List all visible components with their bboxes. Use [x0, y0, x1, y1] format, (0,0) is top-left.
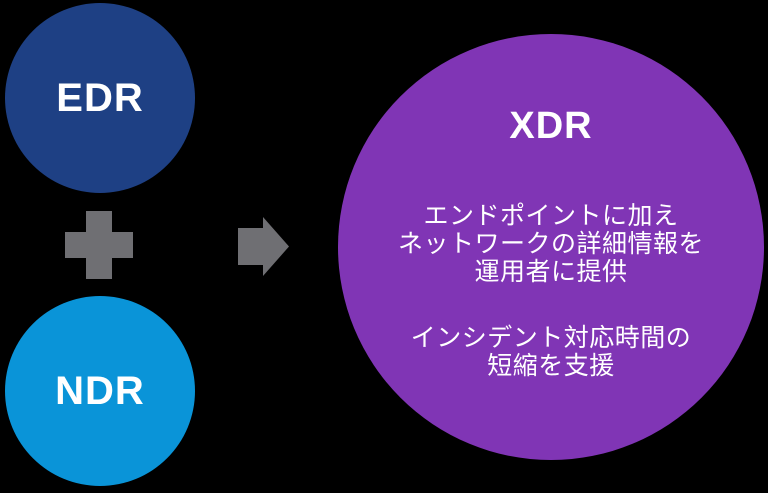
xdr-description-line: ネットワークの詳細情報を: [397, 230, 704, 258]
xdr-description-line: 運用者に提供: [474, 258, 628, 286]
xdr-title: XDR: [509, 105, 593, 147]
ndr-circle: NDR: [5, 296, 195, 486]
xdr-description-benefit: インシデント対応時間の 短縮を支援: [338, 324, 764, 380]
plus-icon: [65, 211, 133, 279]
arrow-right-icon: [238, 217, 289, 276]
xdr-description-line: エンドポイントに加え: [423, 202, 679, 230]
edr-circle: EDR: [5, 3, 195, 193]
ndr-label: NDR: [55, 368, 145, 413]
xdr-description-line: インシデント対応時間の: [410, 324, 692, 352]
xdr-description-line: 短縮を支援: [487, 352, 615, 380]
edr-label: EDR: [56, 75, 144, 120]
xdr-circle: XDR エンドポイントに加え ネットワークの詳細情報を 運用者に提供 インシデン…: [338, 34, 764, 460]
xdr-description-capabilities: エンドポイントに加え ネットワークの詳細情報を 運用者に提供: [338, 202, 764, 286]
